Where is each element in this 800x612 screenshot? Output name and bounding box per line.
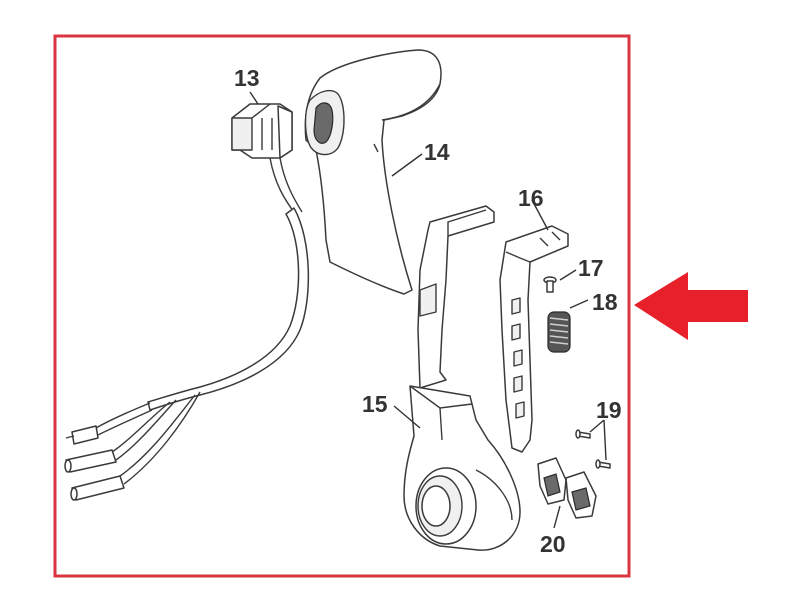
leader-18: [569, 299, 589, 309]
part-17-screw: [543, 276, 557, 293]
leader-14: [391, 153, 423, 177]
callout-15: 15: [362, 391, 388, 417]
pointer-arrow-icon: [634, 272, 748, 340]
part-16-trigger-rail: [499, 225, 569, 453]
leader-15: [393, 405, 421, 429]
leader-16: [531, 199, 549, 231]
leader-20: [553, 505, 561, 529]
leader-19b: [603, 419, 607, 461]
leader-19a: [589, 419, 605, 433]
leader-17: [559, 269, 577, 281]
part-20-clips: [537, 457, 597, 519]
callout-20: 20: [540, 531, 566, 557]
callout-19: 19: [596, 397, 622, 423]
callout-17: 17: [578, 255, 604, 281]
callout-16: 16: [518, 185, 544, 211]
part-14-top-cover: [304, 49, 442, 295]
part-18-spring: [547, 311, 571, 353]
callout-18: 18: [592, 289, 618, 315]
part-15-handle-body: [403, 205, 521, 551]
leader-13: [249, 91, 259, 105]
part-19-screws: [575, 429, 611, 469]
highlight-frame: [53, 34, 631, 578]
callout-13: 13: [234, 65, 260, 91]
callout-14: 14: [424, 139, 450, 165]
part-13-wire-connector: [64, 103, 310, 501]
